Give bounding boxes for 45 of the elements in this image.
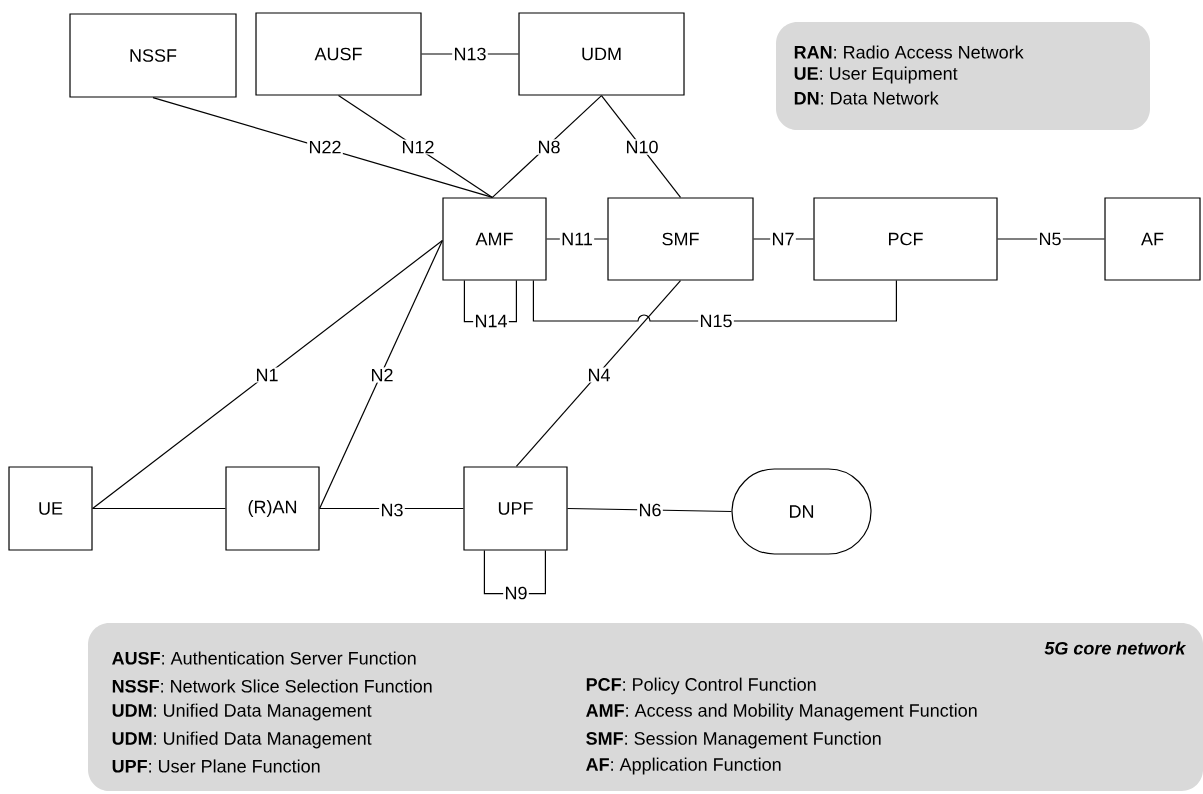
definition-text: UPF: User Plane Function	[112, 759, 320, 773]
definition-text: UDM: Unified Data Management	[112, 731, 372, 749]
definition-text: UE: User Equipment	[794, 66, 958, 84]
function-box: AUSF	[255, 12, 422, 96]
function-box: UPF	[463, 466, 568, 551]
connector-line	[92, 239, 443, 510]
function-box: AMF	[442, 197, 547, 281]
function-box: UDM	[518, 12, 685, 96]
function-box: UE	[8, 466, 93, 551]
edge-label: N6	[637, 502, 663, 518]
edge-label: N12	[400, 139, 436, 155]
edge-label: N2	[369, 367, 395, 383]
function-box: SMF	[607, 197, 754, 281]
edge-label: N4	[586, 367, 612, 383]
definition-text: DN: Data Network	[794, 91, 939, 105]
edge-label: N7	[770, 231, 796, 247]
function-box: NSSF	[69, 13, 237, 98]
edge-label: N5	[1037, 231, 1063, 247]
definition-text: AMF: Access and Mobility Management Function	[586, 703, 977, 721]
definition-text: AUSF: Authentication Server Function	[112, 651, 416, 665]
definition-text: UDM: Unified Data Management	[112, 703, 372, 721]
edge-label: N3	[379, 502, 405, 518]
function-box: PCF	[813, 197, 998, 281]
definition-text: SMF: Session Management Function	[586, 731, 881, 749]
edge-label: N22	[307, 139, 343, 155]
definition-text: AF: Application Function	[586, 757, 781, 775]
edge-label: N13	[452, 46, 488, 62]
connector-line	[532, 280, 897, 322]
connector-line	[319, 239, 443, 510]
definition-text: NSSF: Network Slice Selection Function	[112, 679, 432, 693]
connector-line	[515, 280, 682, 467]
edge-label: N1	[254, 367, 280, 383]
connector-line	[92, 507, 226, 510]
definition-text: PCF: Policy Control Function	[586, 677, 816, 695]
function-box: (R)AN	[225, 466, 320, 551]
edge-label: N8	[536, 139, 562, 155]
panel-title: 5G core network	[1044, 641, 1187, 655]
definition-text: RAN: Radio Access Network	[794, 45, 1024, 59]
edge-label: N14	[473, 313, 509, 329]
edge-label: N11	[559, 231, 595, 247]
edge-label: N10	[624, 139, 660, 155]
connector-line	[152, 97, 493, 198]
edge-label: N9	[503, 585, 529, 601]
edge-label: N15	[698, 313, 734, 329]
function-box: AF	[1104, 197, 1201, 281]
